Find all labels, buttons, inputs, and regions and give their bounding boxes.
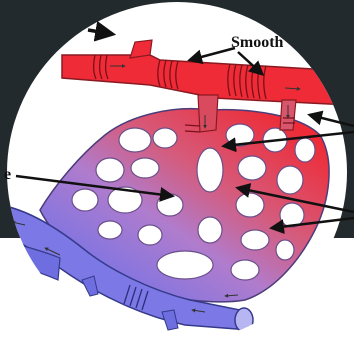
label-left-partial: e [4,167,11,183]
label-smooth-muscle: Smooth [231,35,283,51]
venule-opening [235,308,253,332]
metarteriole [198,95,218,132]
